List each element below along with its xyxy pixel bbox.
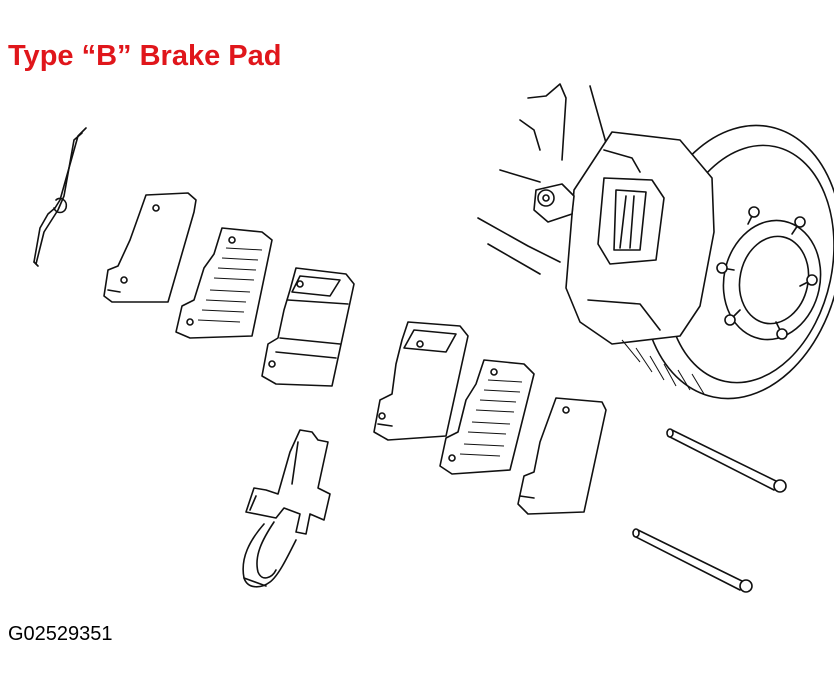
anti-squeal-shim-inner — [175, 227, 273, 339]
brake-pad-outer — [261, 267, 355, 387]
figure-id-label: G02529351 — [8, 623, 113, 645]
anti-squeal-shim-2 — [439, 359, 535, 475]
pad-support-plate — [245, 429, 331, 535]
pad-pin-upper — [666, 428, 787, 493]
anti-squeal-shim-outer — [103, 192, 197, 303]
anti-squeal-shim-3 — [517, 397, 607, 515]
caliper-rotor-assembly — [477, 83, 834, 400]
brake-pad-inner — [373, 321, 469, 441]
pad-retaining-spring — [33, 127, 87, 267]
anti-rattle-spring — [242, 521, 297, 588]
pad-pin-lower — [632, 528, 753, 593]
diagram-title: Type “B” Brake Pad — [8, 40, 282, 72]
